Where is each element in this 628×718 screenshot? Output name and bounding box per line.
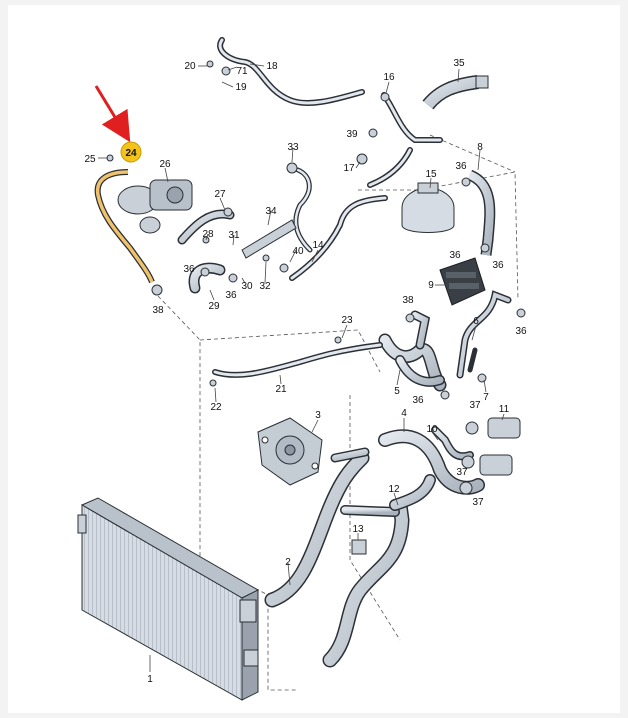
label-36-c: 36 [455,161,467,172]
radiator [77,497,260,701]
label-23: 23 [341,315,353,326]
turbocharger [117,179,193,234]
valves-11 [459,417,521,495]
label-36-e: 36 [492,260,504,271]
label-13: 13 [352,524,364,535]
label-39: 39 [346,129,358,140]
label-17: 17 [343,163,355,174]
label-28: 28 [202,229,214,240]
label-24: 24 [125,148,137,159]
label-12: 12 [388,484,400,495]
label-26: 26 [159,159,171,170]
label-20: 20 [184,61,196,72]
label-1: 1 [147,674,153,685]
label-21: 21 [275,384,287,395]
label-35: 35 [453,58,465,69]
bracket-34 [241,219,297,259]
label-33: 33 [287,142,299,153]
label-71: 71 [236,66,248,77]
dashed-frame [157,134,519,691]
red-arrow-icon [94,85,131,143]
label-6: 6 [473,316,479,327]
label-34: 34 [265,206,277,217]
label-36-b: 36 [225,290,237,301]
middle-hoses [378,290,512,392]
label-37-b: 37 [456,467,468,478]
label-2: 2 [285,557,291,568]
valve-9 [439,257,486,306]
label-36-g: 36 [412,395,424,406]
label-18: 18 [266,61,278,72]
label-37-a: 37 [469,400,481,411]
label-27: 27 [214,189,226,200]
pipes [212,37,443,378]
label-19: 19 [235,82,247,93]
label-11: 11 [499,404,510,415]
label-16: 16 [383,72,395,83]
part-labels: 1 2 3 4 5 6 7 8 9 10 11 12 13 14 15 16 1… [84,58,527,685]
label-9: 9 [428,280,434,291]
fasteners [106,60,526,400]
label-29: 29 [208,301,220,312]
label-4: 4 [401,408,407,419]
highlight-badge [120,141,142,163]
bracket-13 [351,539,367,555]
expansion-tank [401,182,455,233]
label-7: 7 [483,392,489,403]
label-15: 15 [425,169,437,180]
label-3: 3 [315,410,321,421]
label-5: 5 [394,386,400,397]
label-40: 40 [292,246,304,257]
label-25: 25 [84,154,96,165]
label-22: 22 [210,402,222,413]
label-38-b: 38 [402,295,414,306]
small-hoses [177,209,235,294]
label-38-a: 38 [152,305,164,316]
label-36-a: 36 [183,264,195,275]
leader-lines [98,63,505,672]
label-31: 31 [228,230,240,241]
label-14: 14 [312,240,324,251]
label-37-c: 37 [472,497,484,508]
label-32: 32 [259,281,271,292]
lower-hoses [264,426,485,668]
label-30: 30 [241,281,253,292]
label-10: 10 [426,424,438,435]
label-36-f: 36 [515,326,527,337]
water-pump [257,417,323,486]
label-36-d: 36 [449,250,461,261]
label-8: 8 [477,142,483,153]
